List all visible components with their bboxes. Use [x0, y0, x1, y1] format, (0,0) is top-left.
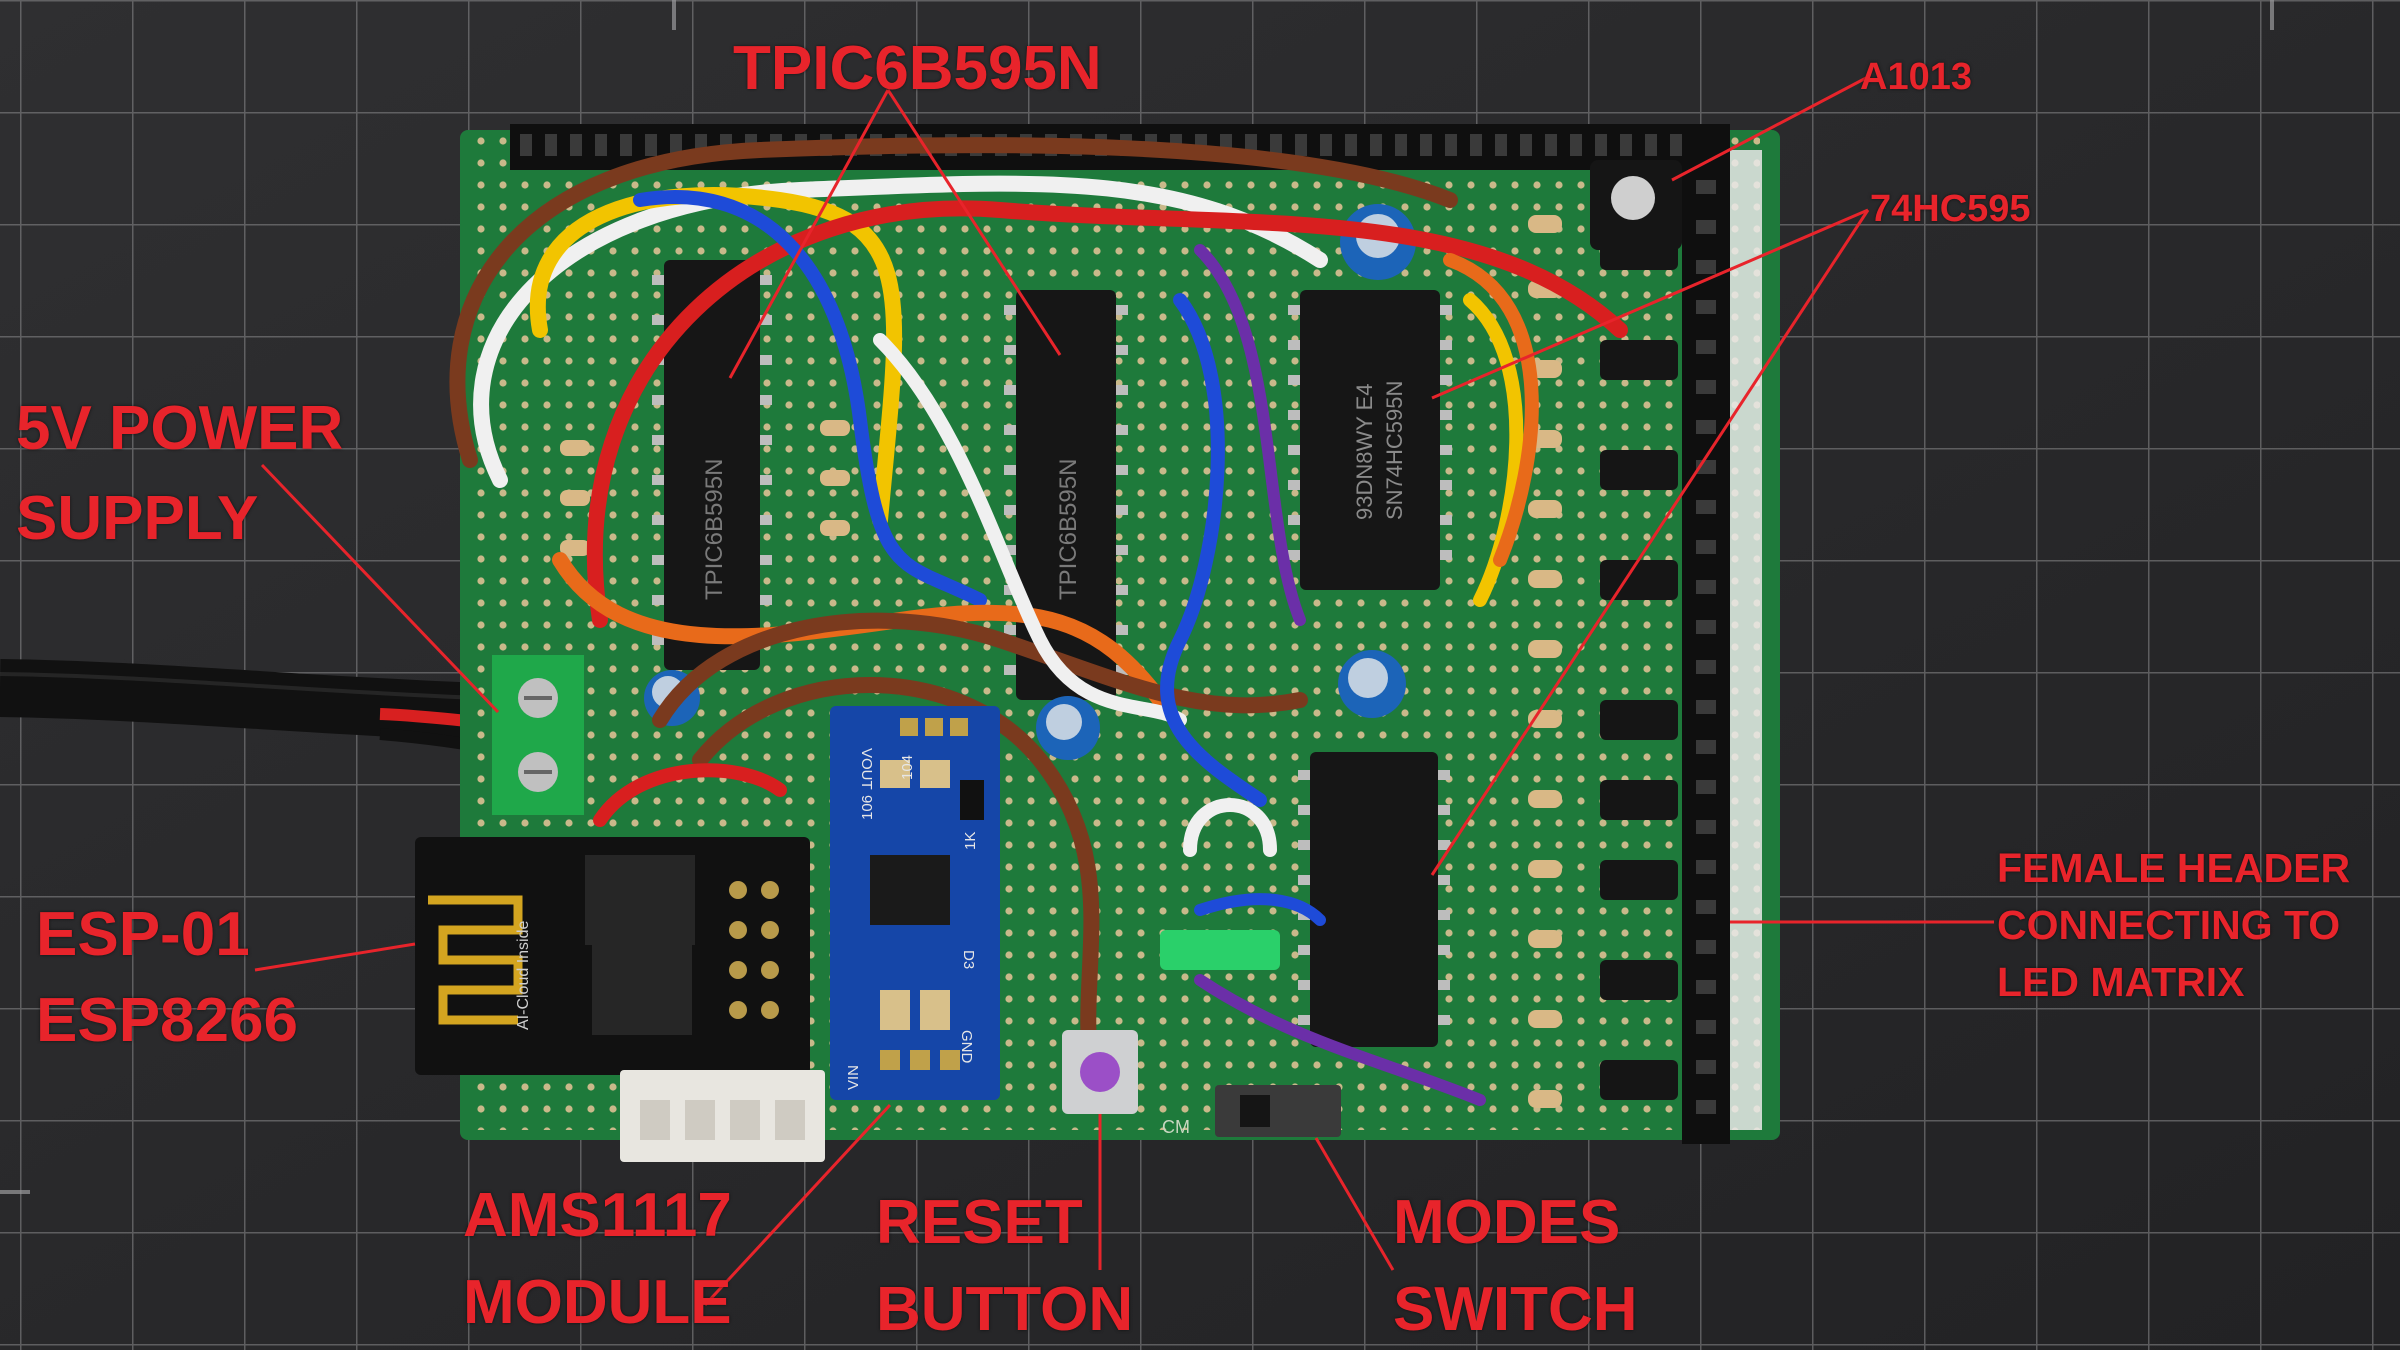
a1013-transistor — [1611, 176, 1655, 220]
ams-cap2: 104 — [899, 755, 916, 780]
ams-cap1: 106 — [859, 795, 876, 820]
jst-connector — [620, 1070, 825, 1162]
chip-tpic6b595-left: TPIC6B595N — [652, 260, 772, 670]
esp-module-text: AI-Cloud Inside — [515, 921, 532, 1030]
annotation-lines — [254, 76, 1994, 1307]
resistor-array — [560, 215, 1562, 1108]
label-ams1117-line2: MODULE — [463, 1268, 732, 1337]
label-74hc595: 74HC595 — [1870, 188, 2031, 230]
pcb-cm-marking: CM — [1162, 1117, 1190, 1137]
chip-tpic6b595-mid: TPIC6B595N — [1004, 290, 1128, 700]
ams-res: 1K — [962, 832, 979, 850]
modes-switch-part: CM — [1162, 1085, 1341, 1137]
label-tpic6b595n: TPIC6B595N — [733, 34, 1102, 103]
label-female-header-line2: CONNECTING TO — [1997, 902, 2341, 948]
label-5v-power-line1: 5V POWER — [16, 394, 344, 463]
label-modes-line2: SWITCH — [1393, 1275, 1638, 1344]
chip-hc595-marking: SN74HC595N — [1382, 381, 1407, 520]
ams-d3: D3 — [960, 950, 977, 969]
label-5v-power-line2: SUPPLY — [16, 484, 259, 553]
capacitors — [644, 204, 1416, 760]
label-female-header-line3: LED MATRIX — [1997, 959, 2245, 1005]
label-reset-line1: RESET — [876, 1188, 1083, 1257]
chip-left-marking: TPIC6B595N — [701, 459, 728, 600]
jumper-wires — [449, 137, 1628, 1106]
reset-button-part — [1062, 1030, 1138, 1114]
chip-mid-marking: TPIC6B595N — [1055, 459, 1082, 600]
power-terminal-block — [492, 655, 584, 815]
ams-gnd: GND — [958, 1030, 975, 1064]
right-female-header — [1682, 124, 1762, 1144]
label-a1013: A1013 — [1860, 56, 1972, 98]
chip-hc595-code: 93DN8WY E4 — [1352, 383, 1377, 520]
esp01-module: AI-Cloud Inside — [415, 837, 810, 1075]
ams1117-module: VOUT 106 104 1K D3 GND VIN — [830, 706, 1000, 1100]
label-esp01-line1: ESP-01 — [36, 900, 250, 969]
green-header-strip — [1160, 930, 1280, 970]
label-female-header-line1: FEMALE HEADER — [1997, 845, 2351, 891]
label-esp01-line2: ESP8266 — [36, 986, 298, 1055]
label-reset-line2: BUTTON — [876, 1275, 1134, 1344]
chip-74hc595-upper: 93DN8WY E4 SN74HC595N — [1288, 290, 1452, 590]
label-ams1117-line1: AMS1117 — [463, 1181, 732, 1250]
label-modes-line1: MODES — [1393, 1188, 1621, 1257]
chip-74hc595-lower — [1298, 752, 1450, 1047]
ams-vout: VOUT — [858, 748, 875, 790]
ams-vin: VIN — [845, 1065, 862, 1090]
